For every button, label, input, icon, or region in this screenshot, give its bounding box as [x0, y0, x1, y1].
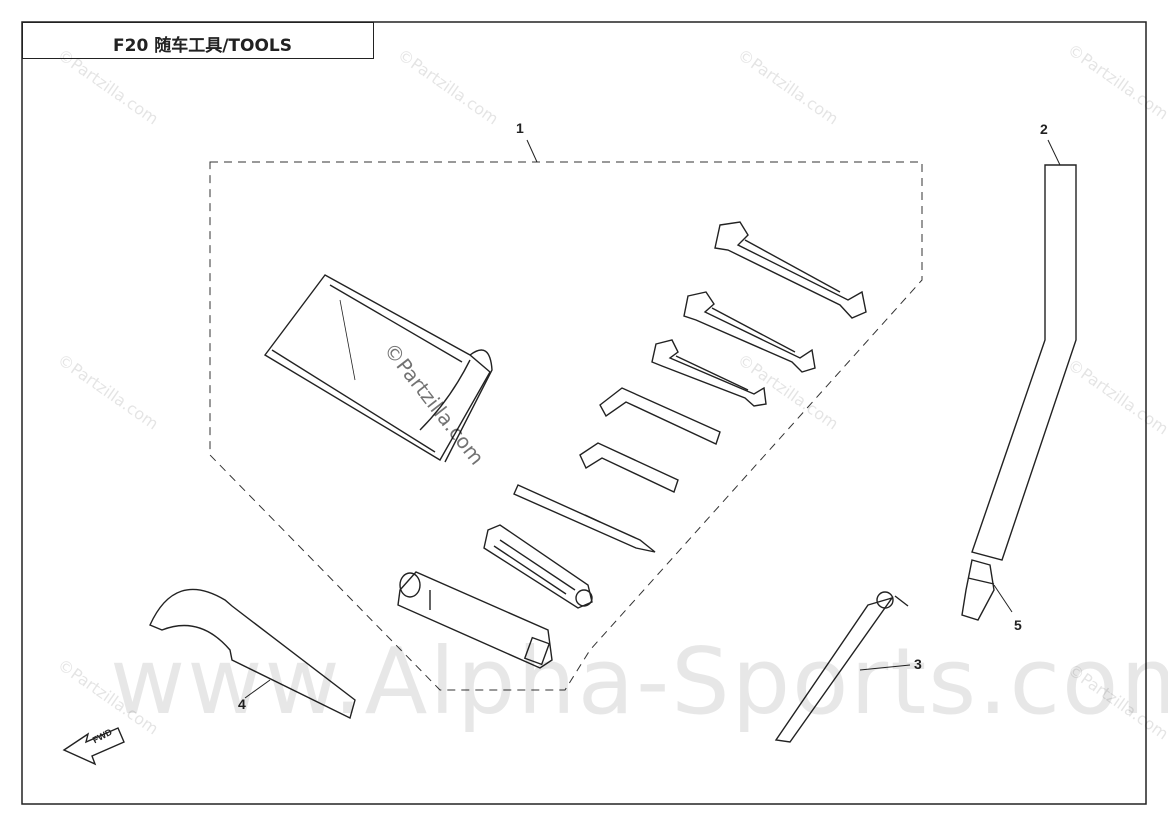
watermark-main: www.Alpha-Sports.com — [110, 628, 1168, 735]
wrench-large — [714, 221, 867, 319]
leader-5 — [993, 584, 1013, 613]
leader-3 — [859, 664, 911, 671]
callout-4: 4 — [238, 696, 246, 712]
wrench-medium — [683, 291, 816, 373]
spark-plug-socket — [397, 571, 553, 669]
callout-1: 1 — [516, 120, 524, 136]
outer-frame — [21, 21, 1147, 805]
leader-4 — [244, 679, 271, 699]
t-handle — [774, 591, 909, 743]
callout-2: 2 — [1040, 121, 1048, 137]
extension-bar — [961, 164, 1077, 621]
hex-key-large — [599, 387, 721, 445]
tool-bag — [263, 274, 493, 463]
hex-key-small — [579, 442, 679, 493]
leader-2 — [1047, 139, 1061, 166]
title-box: F20 随车工具/TOOLS — [22, 22, 374, 59]
callout-5: 5 — [1014, 617, 1022, 633]
kit-boundary — [209, 161, 923, 691]
screwdriver-handle — [483, 524, 593, 609]
hook-spanner — [149, 588, 356, 720]
wrench-small — [651, 339, 767, 407]
leader-1 — [526, 139, 538, 163]
screwdriver-bit — [513, 484, 656, 553]
fwd-arrow-icon — [62, 727, 125, 766]
callout-3: 3 — [914, 656, 922, 672]
diagram-title: F20 随车工具/TOOLS — [113, 36, 292, 56]
